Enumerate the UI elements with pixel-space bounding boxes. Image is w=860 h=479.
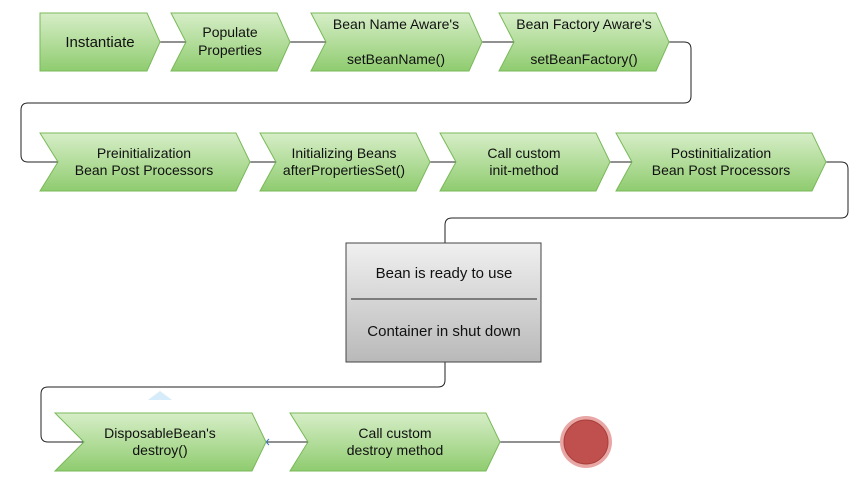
step-label: Postinitialization (671, 145, 771, 161)
step-disposable-bean-destroy: DisposableBean's destroy() (53, 412, 267, 472)
connector-statebox-disposable (40, 362, 446, 443)
step-postinitialization: Postinitialization Bean Post Processors (615, 132, 827, 192)
step-label: init-method (489, 162, 558, 178)
step-label: Instantiate (65, 34, 134, 51)
connector-postinit-statebox (444, 161, 849, 243)
step-label: Populate (202, 24, 257, 40)
step-label: destroy() (132, 442, 187, 458)
step-label: Call custom (358, 425, 431, 441)
step-label: setBeanName() (347, 51, 445, 67)
step-label: Bean Name Aware's (333, 16, 459, 32)
step-label: Bean Post Processors (652, 162, 791, 178)
end-event (560, 416, 612, 468)
bean-state-box: Bean is ready to use Container in shut d… (345, 242, 542, 363)
step-label: Properties (198, 42, 262, 58)
step-initializing-beans: Initializing Beans afterPropertiesSet() (259, 132, 431, 192)
state-shutdown-label: Container in shut down (367, 323, 520, 340)
step-label: Bean Factory Aware's (516, 16, 651, 32)
step-instantiate: Instantiate (39, 12, 161, 72)
connectors (20, 41, 849, 443)
step-label: DisposableBean's (104, 425, 216, 441)
step-label: Preinitialization (97, 145, 191, 161)
connector-beanfactory-preinit (20, 41, 692, 163)
state-ready-label: Bean is ready to use (376, 265, 513, 282)
step-label: Bean Post Processors (75, 162, 214, 178)
step-populate-properties: Populate Properties (170, 12, 291, 72)
step-bean-factory-aware: Bean Factory Aware's setBeanFactory() (498, 12, 670, 72)
step-custom-init-method: Call custom init-method (439, 132, 611, 192)
step-custom-destroy-method: Call custom destroy method (289, 412, 501, 472)
step-bean-name-aware: Bean Name Aware's setBeanName() (310, 12, 483, 72)
step-label: afterPropertiesSet() (283, 162, 405, 178)
step-preinitialization: Preinitialization Bean Post Processors (39, 132, 251, 192)
drop-target-marker (148, 391, 172, 400)
step-label: setBeanFactory() (530, 51, 637, 67)
step-label: destroy method (347, 442, 444, 458)
step-label: Call custom (487, 145, 560, 161)
step-label: Initializing Beans (291, 145, 396, 161)
